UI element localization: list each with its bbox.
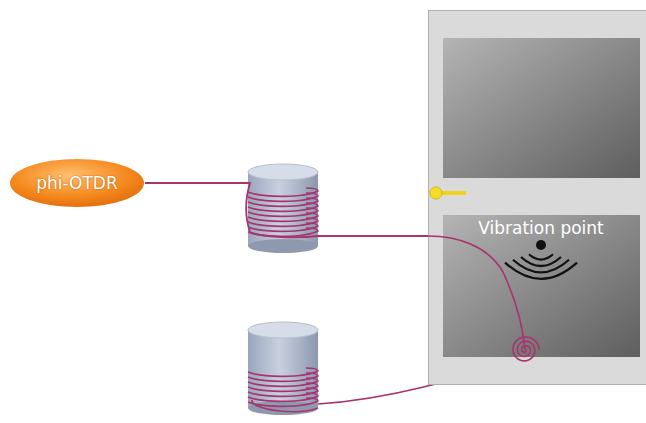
fiber (428, 236, 525, 350)
winding (248, 223, 318, 231)
winding (248, 398, 318, 406)
winding (248, 188, 318, 196)
device-label: phi-OTDR (36, 173, 118, 193)
vibration-dot (536, 240, 546, 250)
vibration-label: Vibration point (478, 218, 604, 238)
winding (248, 193, 318, 201)
door-panel: Vibration point (428, 10, 646, 385)
spool-cylinder (248, 322, 318, 415)
winding (248, 393, 318, 401)
fiber-connector (145, 183, 428, 237)
vibration-wave (505, 263, 577, 279)
fiber-windings (248, 368, 318, 406)
winding (248, 373, 318, 381)
vibration-wave (529, 254, 553, 259)
door-knob (430, 187, 442, 199)
vibration-wave (513, 260, 569, 273)
winding (248, 198, 318, 206)
node-shape (428, 10, 646, 385)
winding (248, 388, 318, 396)
spool-cylinder (248, 164, 318, 253)
lower-panel (443, 215, 640, 357)
winding (248, 383, 318, 391)
winding (248, 208, 318, 216)
winding (248, 368, 318, 376)
door-frame (429, 11, 646, 385)
device-ellipse: phi-OTDR (9, 158, 145, 208)
upper-panel (443, 38, 640, 178)
fiber-coil (513, 337, 539, 361)
vibration-wave (521, 257, 561, 266)
winding (248, 378, 318, 386)
winding (248, 218, 318, 226)
ellipse-outline (10, 159, 144, 207)
winding (248, 203, 318, 211)
fiber-windings (248, 188, 318, 236)
fiber-return (252, 400, 318, 412)
winding (248, 213, 318, 221)
